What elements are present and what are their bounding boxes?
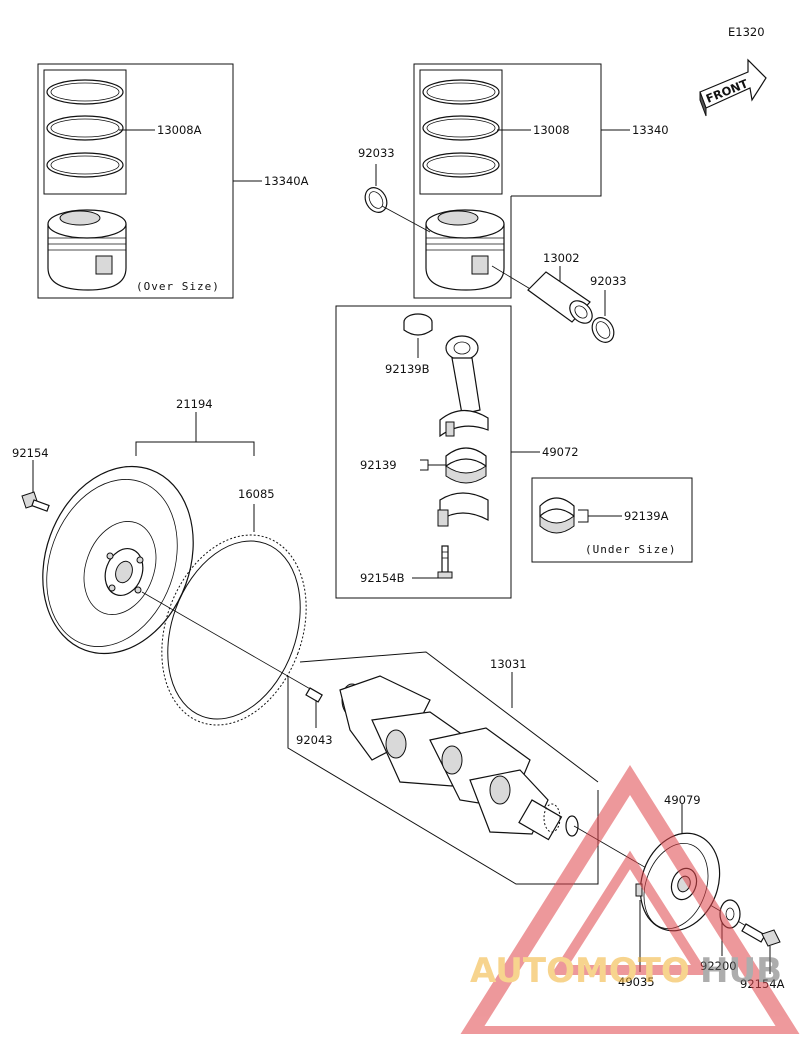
label-49072: 49072 <box>542 445 579 459</box>
label-92033-right: 92033 <box>590 274 627 288</box>
con-rod-bolt-icon <box>437 545 453 579</box>
label-13008A: 13008A <box>157 123 202 137</box>
dowel-pin-icon <box>305 687 323 703</box>
label-21194: 21194 <box>176 397 213 411</box>
label-92154: 92154 <box>12 446 49 460</box>
flywheel-group: 21194 92154 <box>12 397 255 655</box>
diagram-code: E1320 <box>728 25 765 39</box>
con-rod-box: 92139B 92139 92154B <box>335 305 579 599</box>
note-under-size: (Under Size) <box>585 543 676 556</box>
connecting-rod-icon <box>439 335 489 438</box>
label-49079: 49079 <box>664 793 701 807</box>
label-13340: 13340 <box>632 123 669 137</box>
label-92200: 92200 <box>700 959 737 973</box>
watermark-text-a: AUTOMOTO <box>470 951 690 991</box>
piston-ring-icon <box>422 79 500 178</box>
front-arrow-icon: FRONT <box>699 58 767 117</box>
circlip-right-icon <box>591 317 615 343</box>
small-end-bush-icon <box>403 313 433 336</box>
pulley-bolt-icon <box>741 923 781 947</box>
piston-set-group: 13008 13340 <box>413 63 669 299</box>
con-rod-bearing-icon <box>445 447 487 484</box>
label-92139B: 92139B <box>385 362 430 376</box>
ring-gear-icon <box>161 534 307 726</box>
label-16085: 16085 <box>238 487 275 501</box>
piston-ring-os-icon <box>46 79 124 178</box>
bearing-us-icon <box>539 497 575 534</box>
piston-pin-icon <box>527 271 593 324</box>
con-rod-cap-icon <box>437 492 489 527</box>
label-92033-left: 92033 <box>358 146 395 160</box>
label-13031: 13031 <box>490 657 527 671</box>
piston-os-icon <box>47 209 127 291</box>
under-size-bearing-box: 92139A (Under Size) <box>531 477 693 563</box>
crankshaft-group: 13031 <box>287 651 599 885</box>
label-13002: 13002 <box>543 251 580 265</box>
flywheel-bolt-icon <box>21 491 50 512</box>
watermark-text-b: HUB <box>700 951 782 991</box>
over-size-piston-box: 13008A (Over Size) 13340A <box>37 63 309 299</box>
piston-icon <box>425 209 505 291</box>
label-49035: 49035 <box>618 975 655 989</box>
label-13340A: 13340A <box>264 174 309 188</box>
flywheel-icon <box>42 465 194 655</box>
circlip-left-icon <box>364 187 388 213</box>
crankshaft-icon <box>339 675 579 841</box>
woodruff-key-icon <box>635 883 643 897</box>
label-92139: 92139 <box>360 458 397 472</box>
label-92139A: 92139A <box>624 509 669 523</box>
note-over-size: (Over Size) <box>136 280 220 293</box>
label-92043: 92043 <box>296 733 333 747</box>
label-92154B: 92154B <box>360 571 405 585</box>
label-13008: 13008 <box>533 123 570 137</box>
